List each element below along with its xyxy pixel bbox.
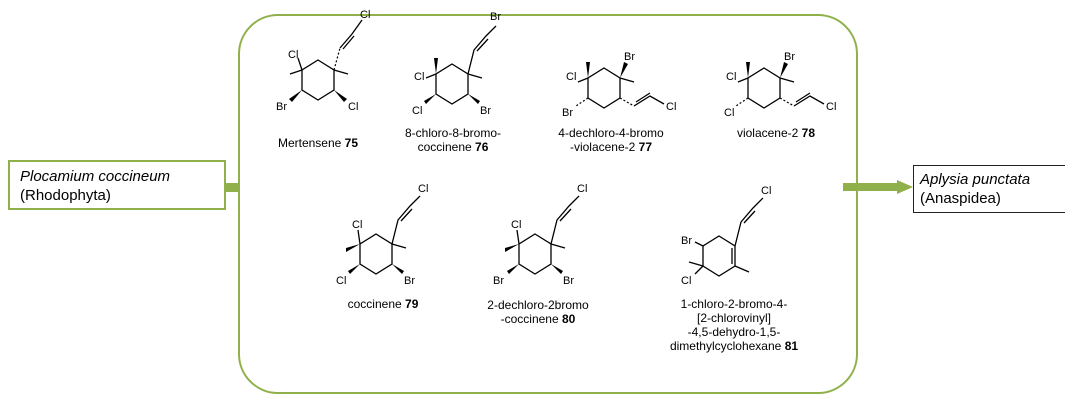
compound-label-79: coccinene 79 bbox=[347, 297, 419, 311]
atom-cl-9: Cl bbox=[724, 107, 734, 119]
atom-cl-11: Cl bbox=[418, 183, 428, 195]
atom-cl-2: Cl bbox=[288, 49, 298, 61]
target-organism-group: (Anaspidea) bbox=[920, 190, 1001, 207]
structures-layer: Cl Cl Br Cl Br Cl Cl Br Cl Br Br bbox=[276, 9, 836, 287]
compound-label-75: Mertensene 75 bbox=[277, 136, 359, 150]
structure-81: Cl Br Cl bbox=[681, 185, 771, 287]
atom-br-6: Br bbox=[784, 51, 795, 63]
atom-cl-8: Cl bbox=[726, 71, 736, 83]
atom-cl-6: Cl bbox=[566, 71, 576, 83]
atom-cl-15: Cl bbox=[511, 219, 521, 231]
atom-br-5: Br bbox=[562, 107, 573, 119]
atom-br-1: Br bbox=[276, 101, 287, 113]
atom-cl-5: Cl bbox=[412, 105, 422, 117]
structure-79: Cl Cl Cl Br bbox=[336, 183, 428, 287]
atom-br-2: Br bbox=[490, 11, 501, 23]
target-organism-name: Aplysia punctata bbox=[920, 171, 1031, 188]
compound-label-76: 8-chloro-8-bromo- coccinene 76 bbox=[404, 126, 502, 154]
atom-br-10: Br bbox=[681, 235, 692, 247]
atom-br-4: Br bbox=[624, 51, 635, 63]
atom-br-7: Br bbox=[404, 275, 415, 287]
source-organism-name: Plocamium coccineum bbox=[20, 168, 171, 185]
source-organism-box: Plocamium coccineum (Rhodophyta) bbox=[8, 160, 226, 210]
structure-76: Br Cl Cl Br bbox=[412, 11, 501, 117]
structure-78: Cl Br Cl Cl bbox=[724, 51, 836, 119]
atom-br-8: Br bbox=[493, 275, 504, 287]
source-organism-phylum: (Rhodophyta) bbox=[20, 187, 111, 204]
atom-cl-3: Cl bbox=[348, 101, 358, 113]
atom-cl-14: Cl bbox=[577, 183, 587, 195]
target-organism-box: Aplysia punctata (Anaspidea) bbox=[913, 165, 1065, 213]
source-connector bbox=[226, 183, 240, 192]
atom-br-9: Br bbox=[563, 275, 574, 287]
structure-75: Cl Cl Br Cl bbox=[276, 9, 370, 113]
atom-cl-4: Cl bbox=[414, 71, 424, 83]
atom-br-3: Br bbox=[480, 105, 491, 117]
compound-label-78: violacene-2 78 bbox=[736, 126, 816, 140]
atom-cl-13: Cl bbox=[336, 275, 346, 287]
structure-77: Cl Br Br Cl bbox=[562, 51, 676, 119]
atom-cl-10: Cl bbox=[826, 101, 836, 113]
arrow-right-icon bbox=[843, 180, 913, 194]
atom-cl-7: Cl bbox=[666, 101, 676, 113]
atom-cl-12: Cl bbox=[352, 219, 362, 231]
compound-label-80: 2-dechloro-2bromo -coccinene 80 bbox=[487, 298, 589, 326]
atom-cl-16: Cl bbox=[761, 185, 771, 197]
compound-label-81: 1-chloro-2-bromo-4- [2-chlorovinyl] -4,5… bbox=[669, 297, 799, 353]
structure-80: Cl Cl Br Br bbox=[493, 183, 587, 287]
compound-label-77: 4-dechloro-4-bromo -violacene-2 77 bbox=[558, 126, 664, 154]
atom-cl-17: Cl bbox=[681, 275, 691, 287]
atom-cl-1: Cl bbox=[360, 9, 370, 21]
